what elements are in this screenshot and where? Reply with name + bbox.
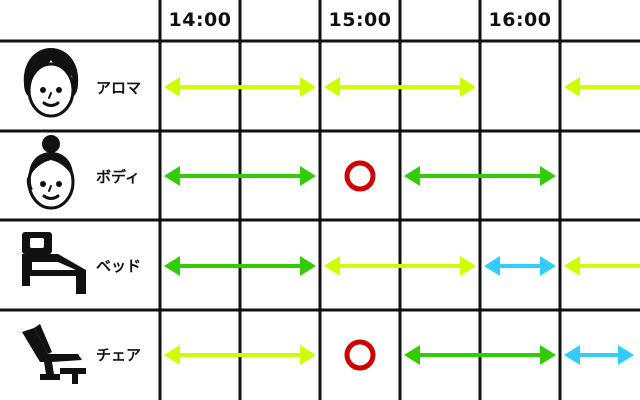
woman-bun-hair-icon [26,135,75,210]
arrow-0-0[interactable] [164,77,316,97]
arrow-partial-2-5[interactable] [564,256,640,276]
arrow-2-2[interactable] [324,256,476,276]
time-label-14: 14:00 [168,9,232,31]
time-label-16: 16:00 [488,9,552,31]
woman-short-hair-icon [23,48,79,118]
arrow-1-3[interactable] [404,166,556,186]
arrow-partial-0-5[interactable] [564,77,640,97]
row-label-body: ボディ [96,168,140,186]
arrow-3-3[interactable] [404,345,556,365]
arrow-partial-3-5[interactable] [564,345,634,365]
reclining-chair-icon [22,324,86,384]
arrow-0-2[interactable] [324,77,476,97]
arrow-3-0[interactable] [164,345,316,365]
arrow-2-0[interactable] [164,256,316,276]
available-circle-3-2[interactable] [344,339,376,371]
row-label-bed: ベッド [96,257,142,275]
available-circle-1-2[interactable] [344,160,376,192]
row-label-aroma: アロマ [96,79,142,97]
bed-icon [22,232,86,294]
cell-marks [164,77,640,371]
row-label-chair: チェア [96,346,142,364]
time-label-15: 15:00 [328,9,392,31]
arrow-1-0[interactable] [164,166,316,186]
arrow-2-4[interactable] [484,256,556,276]
